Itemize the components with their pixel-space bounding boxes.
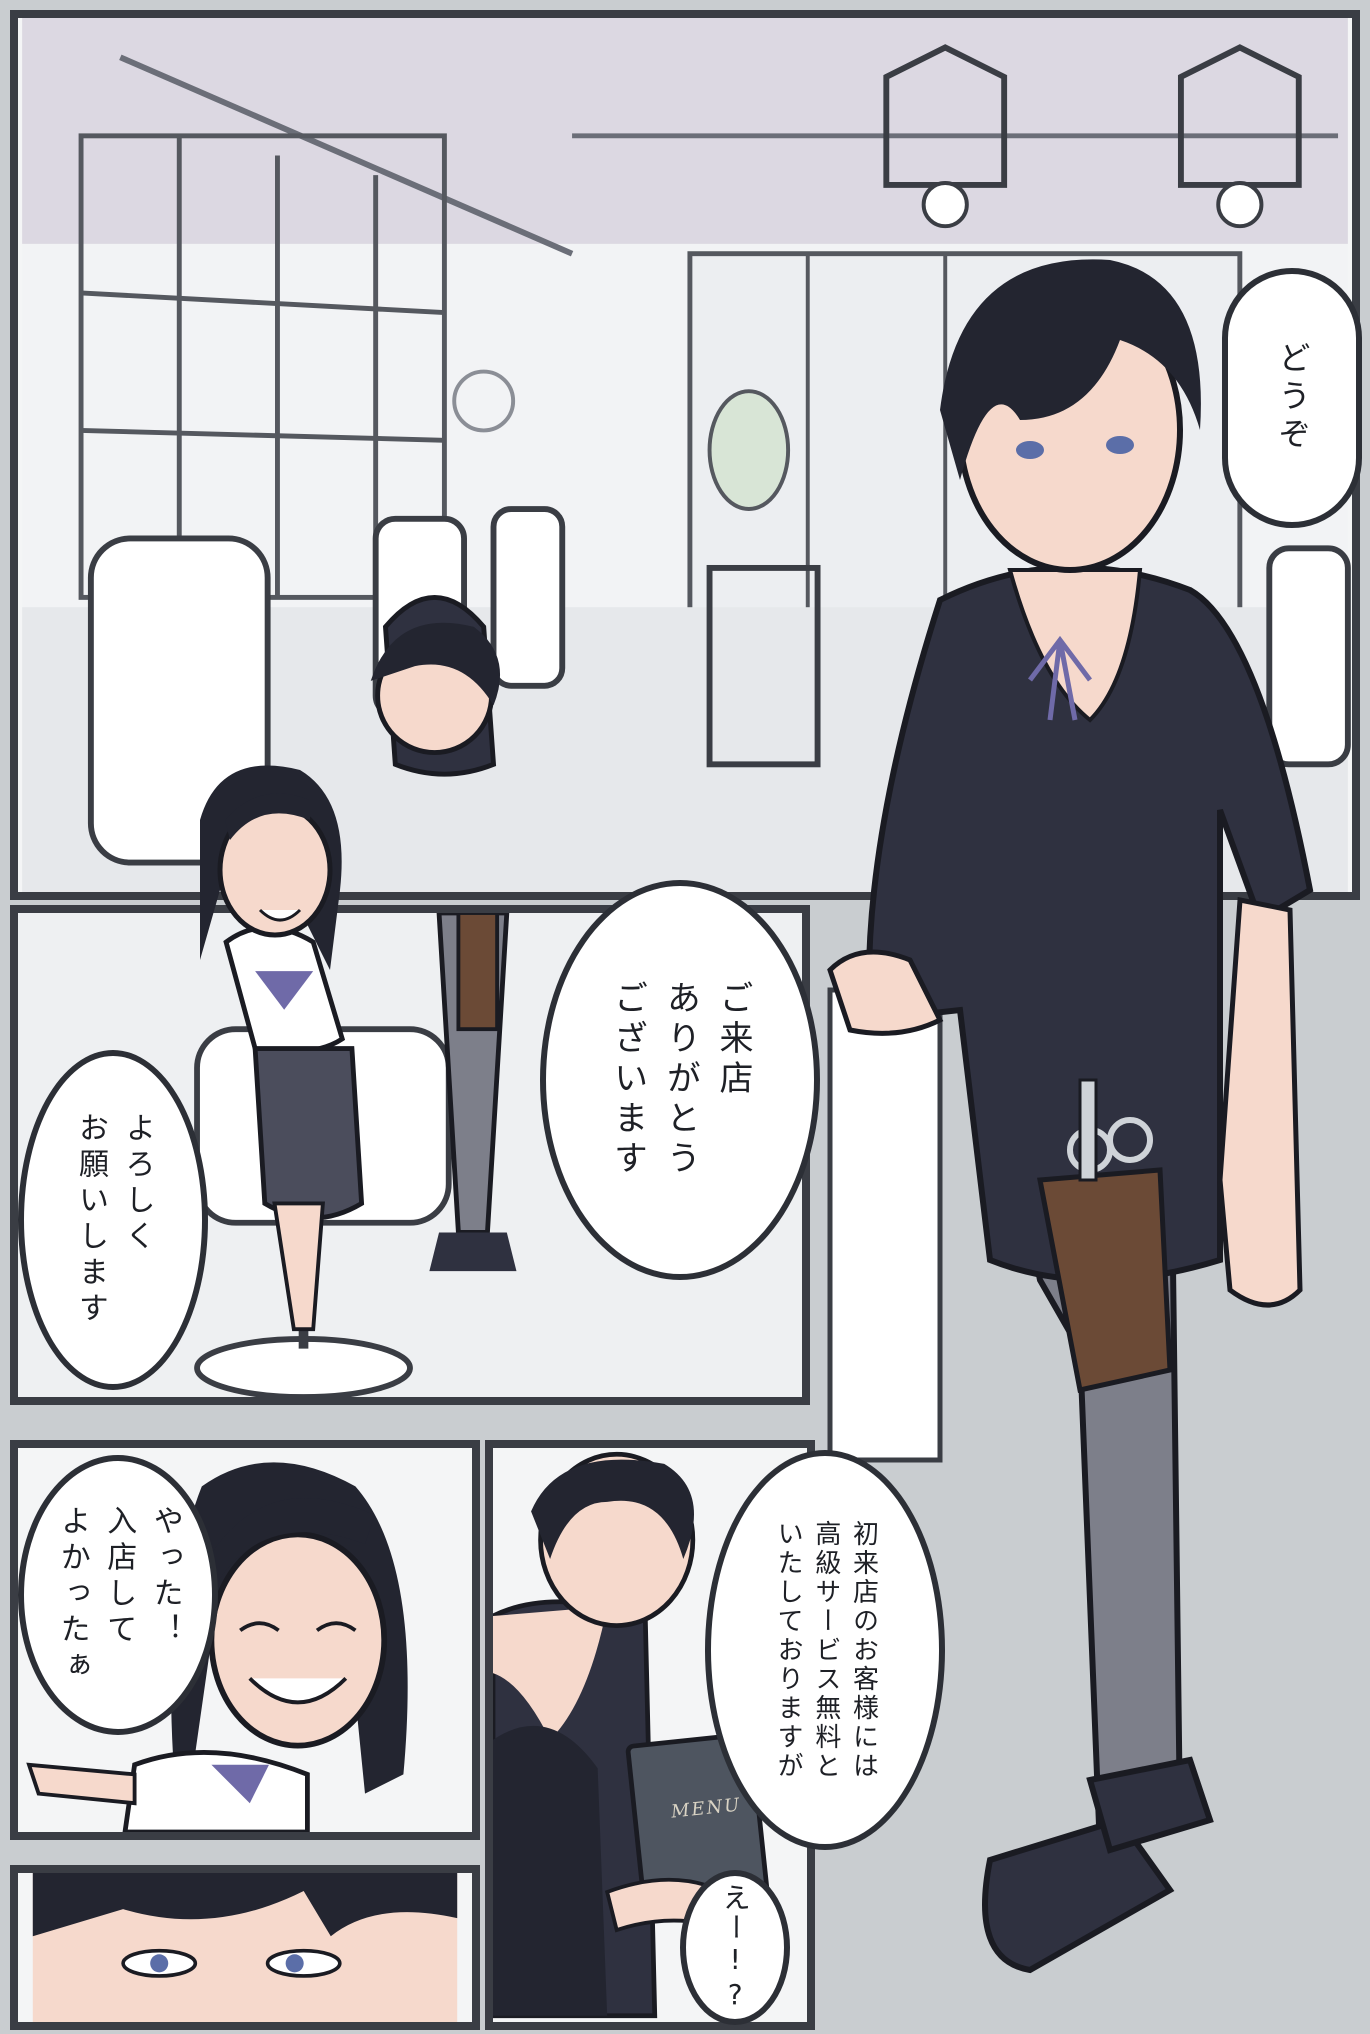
main-stylist-figure bbox=[790, 250, 1350, 2020]
happy-customer-art bbox=[19, 1448, 471, 1832]
speech-text-welcome: ご来店 ありがとう ございます bbox=[607, 980, 754, 1180]
scissor-holster-icon bbox=[1037, 1078, 1173, 1393]
speech-text-yatta: やった！ 入店して よかったぁ bbox=[54, 1505, 183, 1685]
customer-figure-head bbox=[180, 760, 360, 980]
speech-text-free-service: 初来店のお客様には 高級サービス無料と いたしておりますが bbox=[773, 1519, 879, 1781]
speech-bubble-free-service: 初来店のお客様には 高級サービス無料と いたしておりますが bbox=[705, 1450, 945, 1850]
speech-bubble-yoroshiku: よろしく お願いします bbox=[18, 1050, 208, 1390]
speech-text-ee: えー!? bbox=[718, 1882, 752, 2013]
pendant-lamp-icon bbox=[883, 44, 1008, 229]
speech-bubble-welcome: ご来店 ありがとう ございます bbox=[540, 880, 820, 1280]
speech-bubble-yatta: やった！ 入店して よかったぁ bbox=[18, 1455, 218, 1735]
speech-text-yoroshiku: よろしく お願いします bbox=[73, 1112, 155, 1328]
speech-bubble-ee: えー!? bbox=[680, 1870, 790, 2025]
speech-bubble-douzo: どうぞ bbox=[1222, 268, 1362, 528]
eyes-closeup-art bbox=[32, 1873, 458, 2022]
customer-seated-art bbox=[194, 913, 517, 1397]
speech-text-douzo: どうぞ bbox=[1273, 341, 1312, 455]
pendant-lamp-icon bbox=[1177, 44, 1302, 229]
panel-customer-happy bbox=[10, 1440, 480, 1840]
plant-icon bbox=[707, 389, 791, 511]
stylist-crouching-figure bbox=[370, 594, 501, 777]
panel-stylist-eyes-closeup bbox=[10, 1865, 480, 2030]
